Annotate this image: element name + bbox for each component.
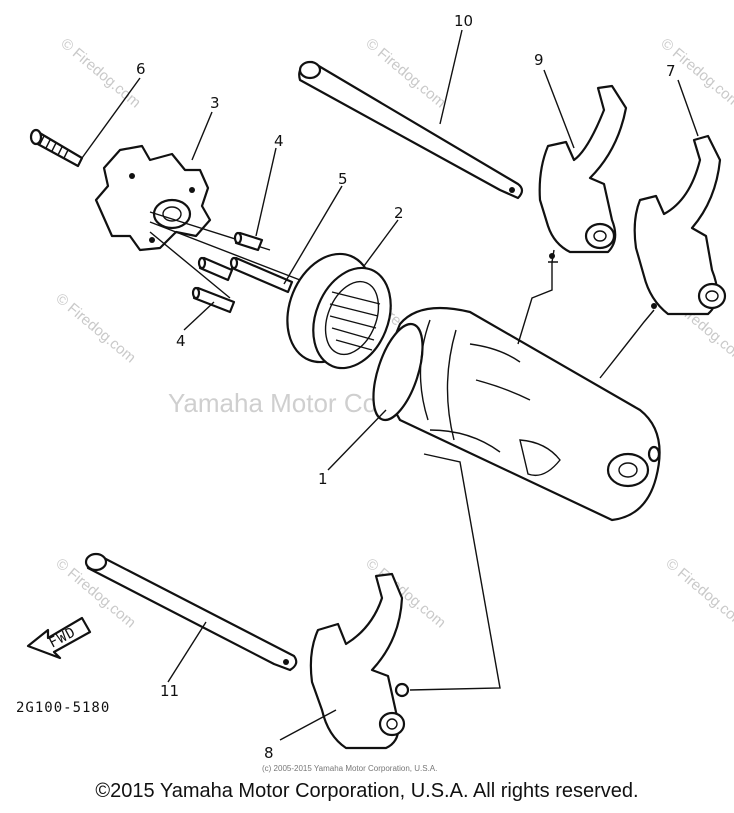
shift-fork-8 (309, 572, 410, 750)
shift-fork-9 (517, 84, 628, 345)
shift-cam-segment (94, 144, 212, 252)
shift-drum (372, 306, 661, 691)
callout-5: 5 (338, 170, 348, 188)
callout-3: 3 (210, 94, 220, 112)
callout-4-lower: 4 (176, 332, 186, 350)
dowel-pins (149, 211, 301, 314)
bearing (286, 252, 392, 370)
shift-rod-lower (84, 552, 298, 672)
bolt (29, 128, 84, 168)
callout-6: 6 (136, 60, 146, 78)
callout-2: 2 (394, 204, 404, 222)
callout-labels: 10 9 7 6 3 4 5 2 4 1 11 8 (136, 12, 676, 762)
watermark-site: © Firedog.com (52, 290, 138, 366)
shift-fork-7 (599, 134, 727, 379)
callout-1: 1 (318, 470, 328, 488)
shift-rod-upper (298, 60, 524, 200)
leader-lines (81, 29, 699, 741)
callout-9: 9 (534, 51, 544, 69)
callout-11: 11 (160, 682, 179, 700)
fwd-arrow: FWD (26, 616, 92, 660)
watermark-site: © Firedog.com (57, 35, 143, 111)
callout-7: 7 (666, 62, 676, 80)
callout-8: 8 (264, 744, 274, 762)
copyright-footer: ©2015 Yamaha Motor Corporation, U.S.A. A… (95, 780, 639, 802)
part-code: 2G100-5180 (16, 700, 110, 716)
callout-4-upper: 4 (274, 132, 284, 150)
small-copyright: (c) 2005-2015 Yamaha Motor Corporation, … (262, 764, 437, 773)
callout-10: 10 (454, 12, 473, 30)
watermark-site: © Firedog.com (662, 555, 734, 631)
